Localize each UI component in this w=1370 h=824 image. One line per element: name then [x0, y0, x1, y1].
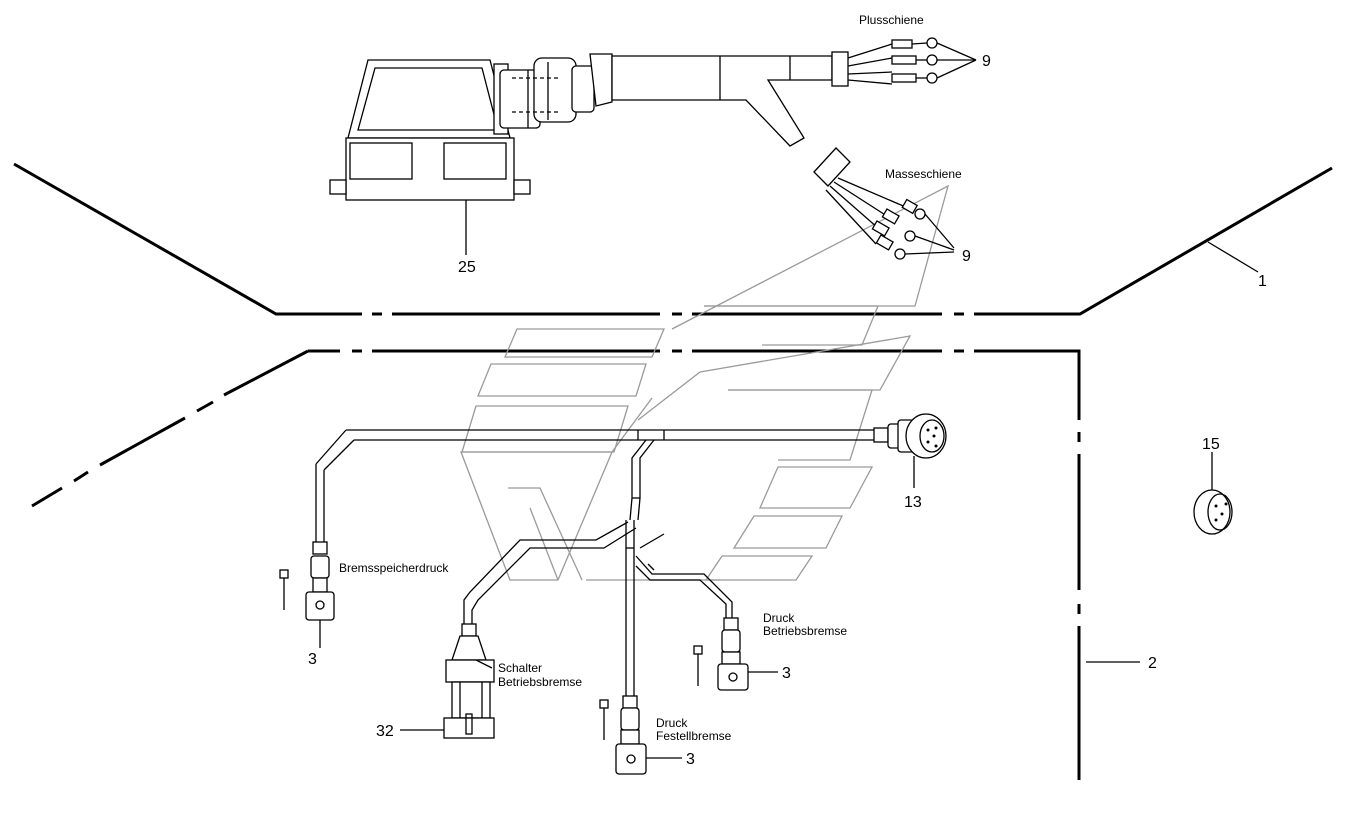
- label-schalter-betriebsbremse-2: Betriebsbremse: [498, 675, 582, 689]
- callout-15: 15: [1202, 436, 1220, 453]
- callout-25: 25: [458, 259, 476, 276]
- connector-13: [887, 413, 947, 488]
- ground-bus-wires: [825, 177, 955, 260]
- callout-1: 1: [1258, 273, 1267, 290]
- control-unit-25: [329, 59, 531, 255]
- label-bremsspeicherdruck: Bremsspeicherdruck: [339, 561, 449, 575]
- leader-lines: [1086, 241, 1259, 663]
- callout-2: 2: [1148, 655, 1157, 672]
- label-druck-betriebsbremse-1: Druck: [763, 611, 795, 625]
- sensor-bremsspeicherdruck: [279, 541, 335, 648]
- harness-top-trunk: [493, 51, 851, 187]
- callout-3-bremsspeicherdruck: 3: [308, 651, 317, 668]
- callout-9-ground: 9: [962, 248, 971, 265]
- cab-floor-outline: [460, 184, 950, 581]
- callout-9-plus: 9: [982, 53, 991, 70]
- callout-3-druck-betriebsbremse: 3: [782, 665, 791, 682]
- label-plusschiene: Plusschiene: [859, 13, 924, 27]
- label-druck-festellbremse-2: Festellbremse: [656, 729, 732, 743]
- frame-outline: [13, 162, 1333, 780]
- callout-13: 13: [904, 494, 922, 511]
- label-druck-festellbremse-1: Druck: [656, 716, 688, 730]
- cab-harness: [315, 427, 889, 696]
- callout-32: 32: [376, 723, 394, 740]
- switch-schalter-betriebsbremse: [400, 623, 495, 739]
- sensor-druck-festellbremse: [599, 695, 682, 775]
- connector-15: [1193, 452, 1233, 535]
- label-druck-betriebsbremse-2: Betriebsbremse: [763, 624, 847, 638]
- plus-bus-wires: [847, 37, 977, 85]
- label-schalter-betriebsbremse-1: Schalter: [498, 661, 542, 675]
- callout-3-druck-festellbremse: 3: [686, 751, 695, 768]
- sensor-druck-betriebsbremse: [693, 617, 778, 691]
- label-masseschiene: Masseschiene: [885, 167, 962, 181]
